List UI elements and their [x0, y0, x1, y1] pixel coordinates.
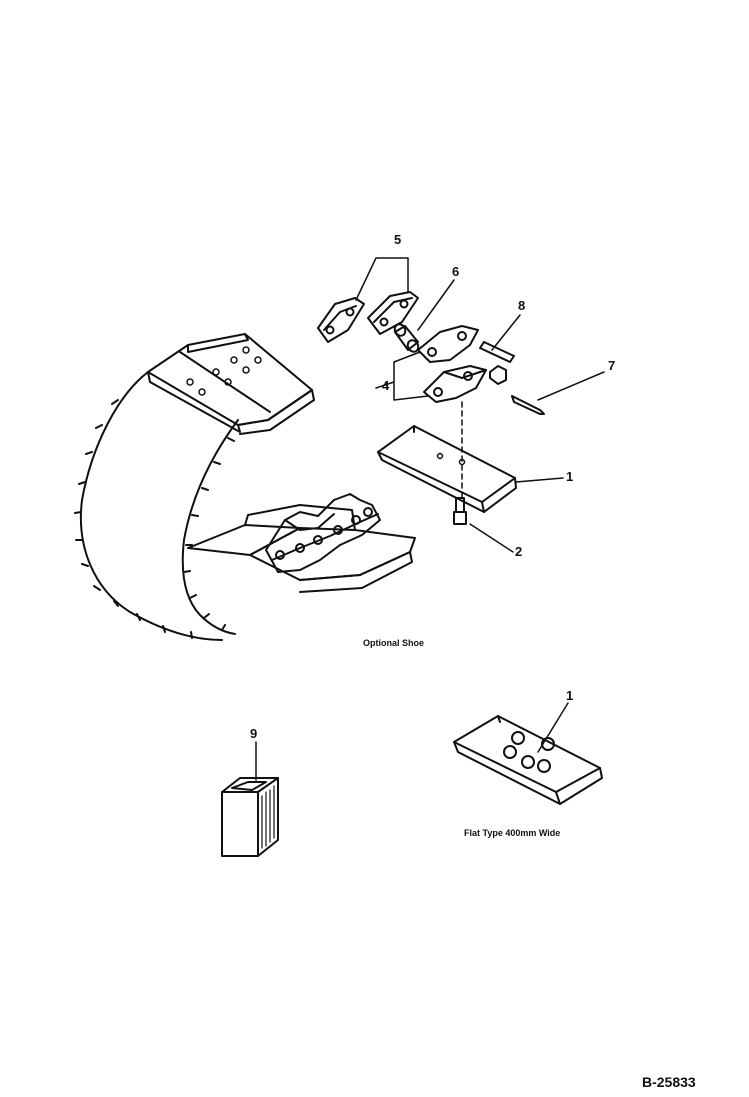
shoe-bolt-part-2 [453, 497, 467, 525]
track-inner-serrations [183, 437, 235, 631]
top-shoe-grouser-2 [187, 333, 249, 353]
nut-and-bolt-part-7 [489, 365, 545, 415]
callout-8: 8 [518, 298, 526, 313]
shoe-part-1-optional [377, 425, 517, 513]
callout-1: 1 [566, 469, 574, 484]
callout-1-flat: 1 [566, 688, 574, 703]
track-assembly-drawing [74, 333, 416, 641]
top-shoe-grouser-1 [147, 371, 241, 433]
callout-5: 5 [394, 232, 402, 247]
track-serrations [74, 399, 193, 639]
callout-6: 6 [452, 264, 460, 279]
caption-flat-type: Flat Type 400mm Wide [464, 828, 561, 838]
top-shoe-bolt-holes [186, 346, 262, 396]
lower-shoe-1 [187, 524, 301, 556]
callout-9: 9 [250, 726, 258, 741]
track-outer-edge [80, 371, 223, 641]
track-inner-edge [181, 419, 239, 635]
leader-lines [255, 257, 605, 781]
caption-optional-shoe: Optional Shoe [363, 638, 425, 648]
pin-part-8 [479, 341, 515, 363]
callout-7: 7 [608, 358, 616, 373]
callout-4: 4 [382, 378, 390, 393]
flat-type-shoe-part-1 [453, 715, 603, 805]
master-link-pair-part-5 [317, 291, 419, 343]
lower-shoe-3 [299, 551, 413, 593]
bushing-part-6 [393, 323, 420, 353]
track-link-chain [265, 493, 381, 573]
figure-number: B-25833 [642, 1074, 696, 1090]
shoe-set-box-part-9 [221, 777, 279, 857]
top-shoe-grouser-3 [237, 389, 315, 435]
link-pair-part-4 [417, 325, 487, 403]
callout-2: 2 [515, 544, 523, 559]
